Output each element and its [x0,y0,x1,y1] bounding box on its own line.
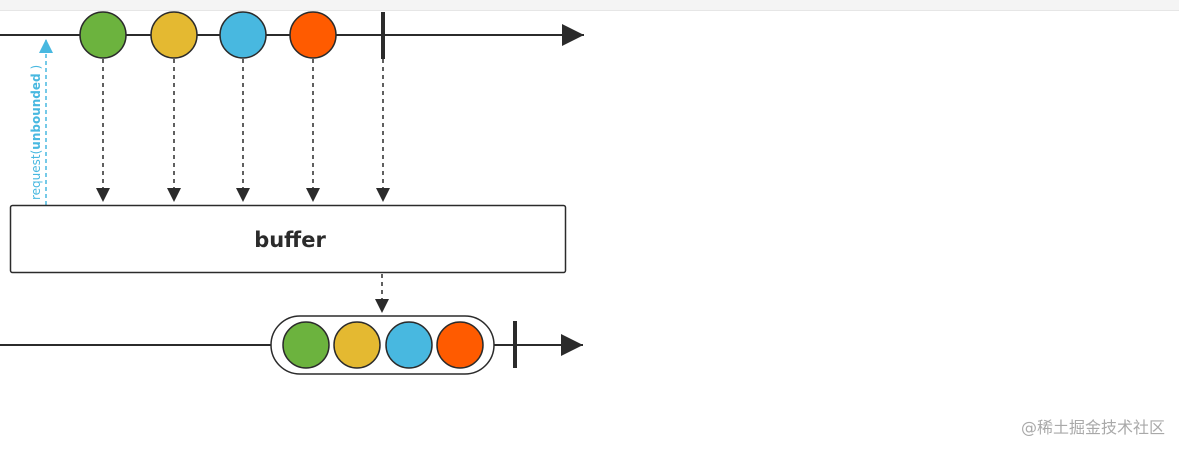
output-marble-green [282,321,330,369]
request-label: request(unbounded ) [29,65,43,200]
input-marble-green [79,11,127,59]
watermark: @稀土掘金技术社区 [1020,418,1165,437]
output-marble-blue [385,321,433,369]
input-marble-yellow [150,11,198,59]
operator-label: buffer [254,228,326,252]
operator-box [9,204,567,274]
browser-top-bar [0,0,1179,11]
output-buffer-group [270,315,495,375]
output-marble-yellow [333,321,381,369]
input-marble-blue [219,11,267,59]
output-marble-orange [436,321,484,369]
input-marble-orange [289,11,337,59]
